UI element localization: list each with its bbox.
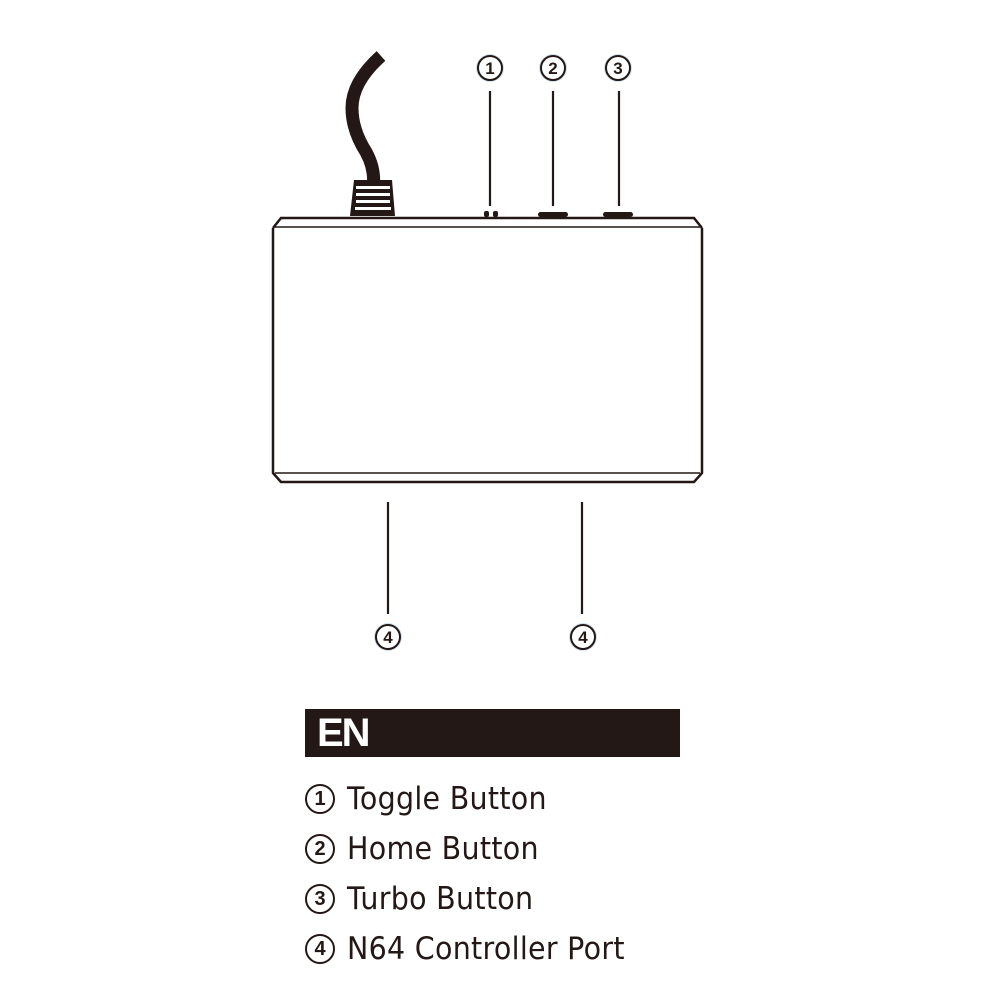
usb-cable [345, 51, 386, 191]
legend-number-icon: 3 [305, 884, 335, 914]
callout-3-turbo: 3 [605, 55, 631, 81]
legend-number-icon: 1 [305, 784, 335, 814]
language-header: EN [305, 709, 680, 757]
legend-number-icon: 2 [305, 834, 335, 864]
callout-1-toggle: 1 [477, 55, 503, 81]
legend-item-controller-port: 4 N64 Controller Port [305, 924, 649, 974]
cable-strain-relief [350, 180, 395, 216]
legend-item-home: 2 Home Button [305, 824, 649, 874]
legend-text: Toggle Button [347, 781, 547, 817]
callout-4-port-left: 4 [375, 624, 401, 650]
home-button-shape [538, 212, 568, 217]
toggle-switch [484, 211, 498, 217]
legend-text: Turbo Button [347, 881, 534, 917]
leader-lines [386, 91, 621, 614]
legend-item-turbo: 3 Turbo Button [305, 874, 649, 924]
callout-4-port-right: 4 [570, 624, 596, 650]
callout-2-home: 2 [540, 55, 566, 81]
turbo-button-shape [603, 212, 633, 217]
legend-number-icon: 4 [305, 934, 335, 964]
device-diagram [271, 51, 704, 614]
legend-text: N64 Controller Port [347, 931, 625, 967]
legend-text: Home Button [347, 831, 539, 867]
legend-item-toggle: 1 Toggle Button [305, 774, 649, 824]
language-label: EN [317, 711, 371, 755]
adapter-body [271, 216, 704, 484]
legend-list: 1 Toggle Button 2 Home Button 3 Turbo Bu… [305, 774, 649, 974]
